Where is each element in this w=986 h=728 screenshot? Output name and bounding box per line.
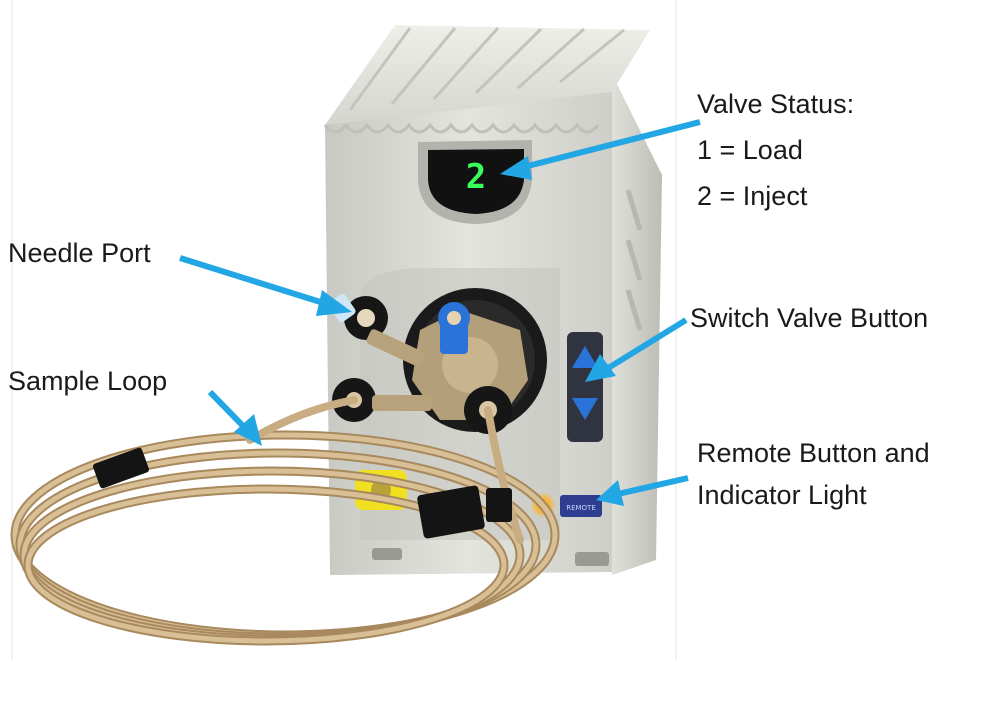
arrow-sample-loop xyxy=(234,414,262,446)
arrow-up-icon[interactable] xyxy=(572,346,598,368)
arrow-switch-valve xyxy=(585,354,616,382)
arrow-down-icon[interactable] xyxy=(572,398,598,420)
cable-tie xyxy=(486,488,512,522)
valve-status-line-2: 2 = Inject xyxy=(697,181,808,211)
annotation-arrows xyxy=(179,119,701,506)
switch-valve-button-label: Switch Valve Button xyxy=(690,303,929,333)
switch-valve-button[interactable] xyxy=(567,332,603,442)
display-digit: 2 xyxy=(466,157,486,197)
remote-callout: Remote Button and Indicator Light xyxy=(697,436,930,512)
arrow-needle-port xyxy=(316,290,352,316)
sample-loop-label: Sample Loop xyxy=(8,366,168,396)
valve-status-title: Valve Status: xyxy=(697,89,855,119)
tubing-clip xyxy=(417,485,485,539)
valve-status-line-1: 1 = Load xyxy=(697,135,803,165)
remote-line-2: Indicator Light xyxy=(697,480,867,510)
remote-button[interactable]: REMOTE xyxy=(560,495,602,517)
needle-port-label: Needle Port xyxy=(8,238,151,268)
valve-status-callout: Valve Status: 1 = Load 2 = Inject xyxy=(697,87,854,213)
remote-button-label: REMOTE xyxy=(566,504,596,512)
top-ribs xyxy=(348,26,625,111)
arrow-valve-status xyxy=(500,156,532,180)
cable-tie xyxy=(92,447,150,489)
injection-valve xyxy=(328,288,547,434)
arrow-remote xyxy=(596,480,624,506)
valve-status-display: 2 xyxy=(418,140,532,224)
remote-line-1: Remote Button and xyxy=(697,438,930,468)
sample-loop xyxy=(10,396,560,646)
